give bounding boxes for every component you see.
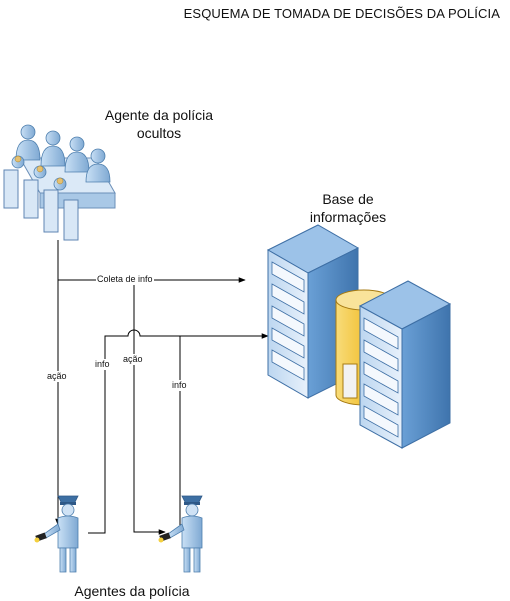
edge-info-left <box>88 329 269 534</box>
database-label: Base de informações <box>292 190 404 226</box>
diagram-title: ESQUEMA DE TOMADA DE DECISÕES DA POLÍCIA <box>183 6 500 21</box>
database-label-line1: Base de <box>322 191 374 207</box>
connectors <box>55 240 269 535</box>
edge-label-info-right: info <box>171 380 188 391</box>
field-agents-label: Agentes da polícia <box>74 583 190 599</box>
covert-agents-label-line1: Agente da polícia <box>104 107 214 123</box>
meeting-group-icon <box>3 124 116 241</box>
edge-label-acao-mid: ação <box>122 354 144 365</box>
police-officer-icon <box>34 495 79 573</box>
edge-label-coleta: Coleta de info <box>96 274 154 285</box>
police-officer-icon <box>158 495 203 573</box>
database-label-line2: informações <box>309 209 387 225</box>
edge-acao-mid <box>133 280 166 535</box>
edge-label-info-left: info <box>94 359 111 370</box>
covert-agents-label-line2: ocultos <box>136 125 182 141</box>
edge-label-acao-left: ação <box>46 371 68 382</box>
server-database-icon <box>266 224 452 449</box>
covert-agents-label: Agente da polícia ocultos <box>92 106 226 142</box>
